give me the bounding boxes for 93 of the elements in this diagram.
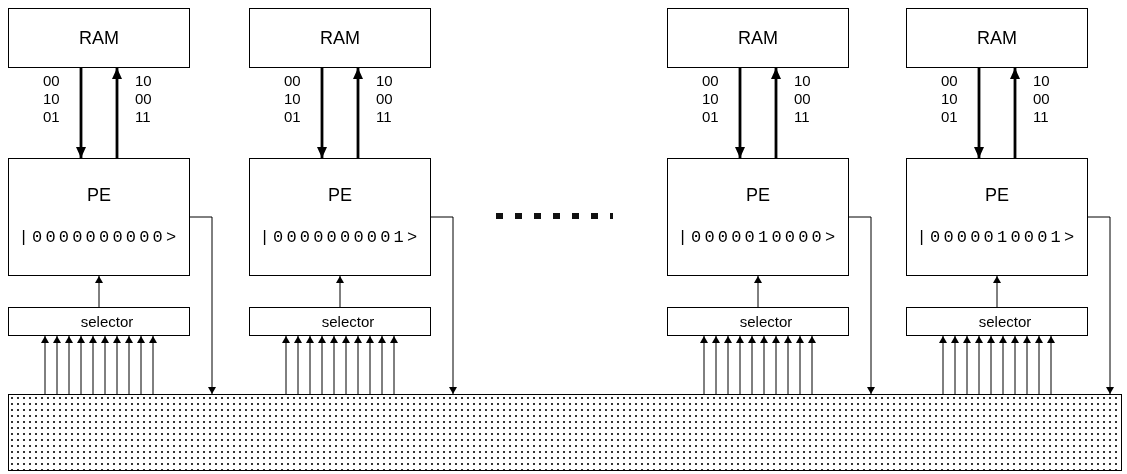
arrow bbox=[760, 335, 768, 395]
node-title: RAM bbox=[320, 27, 360, 49]
arrow bbox=[189, 216, 216, 395]
arrow bbox=[95, 275, 103, 308]
arrow bbox=[125, 335, 133, 395]
arrow bbox=[735, 68, 745, 158]
arrow bbox=[700, 335, 708, 395]
arrow bbox=[390, 335, 398, 395]
arrow bbox=[353, 68, 363, 158]
selector-label: selector bbox=[321, 313, 375, 330]
arrow bbox=[137, 335, 145, 395]
arrow bbox=[771, 68, 781, 158]
arrow bbox=[724, 335, 732, 395]
edge-label: 10 00 11 bbox=[135, 72, 153, 126]
node-title: RAM bbox=[977, 27, 1017, 49]
arrow bbox=[951, 335, 959, 395]
node-title: RAM bbox=[738, 27, 778, 49]
arrow bbox=[149, 335, 157, 395]
selector-box bbox=[667, 307, 849, 336]
arrow bbox=[748, 335, 756, 395]
memory-block bbox=[906, 8, 1088, 68]
edge-label: 10 00 11 bbox=[794, 72, 812, 126]
node-title: PE bbox=[328, 185, 352, 206]
node-title: PE bbox=[87, 185, 111, 206]
arrow bbox=[354, 335, 362, 395]
arrow bbox=[318, 335, 326, 395]
selector-label: selector bbox=[80, 313, 134, 330]
arrow bbox=[65, 335, 73, 395]
arrow bbox=[772, 335, 780, 395]
edge-label: 00 10 01 bbox=[702, 72, 720, 126]
arrow bbox=[306, 335, 314, 395]
arrow bbox=[796, 335, 804, 395]
arrow bbox=[712, 335, 720, 395]
edge-label: 10 00 11 bbox=[1033, 72, 1051, 126]
selector-box bbox=[8, 307, 190, 336]
node-title: RAM bbox=[79, 27, 119, 49]
arrow bbox=[975, 335, 983, 395]
arrow bbox=[342, 335, 350, 395]
arrow bbox=[963, 335, 971, 395]
state-label: |0000000001> bbox=[259, 228, 421, 247]
selector-label: selector bbox=[978, 313, 1032, 330]
arrow bbox=[1010, 68, 1020, 158]
arrow bbox=[77, 335, 85, 395]
arrow bbox=[987, 335, 995, 395]
node-title: PE bbox=[746, 185, 770, 206]
arrow bbox=[113, 335, 121, 395]
memory-block bbox=[8, 8, 190, 68]
arrow bbox=[784, 335, 792, 395]
processing-element-box bbox=[249, 158, 431, 276]
processing-element-box bbox=[8, 158, 190, 276]
memory-block bbox=[249, 8, 431, 68]
arrow bbox=[999, 335, 1007, 395]
arrow bbox=[89, 335, 97, 395]
state-label: |0000000000> bbox=[18, 228, 180, 247]
arrow bbox=[76, 68, 86, 158]
arrow bbox=[112, 68, 122, 158]
arrow bbox=[282, 335, 290, 395]
arrow bbox=[336, 275, 344, 308]
arrow bbox=[1011, 335, 1019, 395]
state-label: |0000010001> bbox=[916, 228, 1078, 247]
arrow bbox=[294, 335, 302, 395]
edge-label: 00 10 01 bbox=[941, 72, 959, 126]
arrow bbox=[330, 335, 338, 395]
edge-label: 10 00 11 bbox=[376, 72, 394, 126]
selector-box bbox=[249, 307, 431, 336]
shared-bus-bar bbox=[8, 394, 1122, 471]
arrow bbox=[41, 335, 49, 395]
state-label: |0000010000> bbox=[677, 228, 839, 247]
arrow bbox=[736, 335, 744, 395]
arrow bbox=[808, 335, 816, 395]
arrow bbox=[1035, 335, 1043, 395]
edge-label: 00 10 01 bbox=[284, 72, 302, 126]
processing-element-box bbox=[667, 158, 849, 276]
processing-element-box bbox=[906, 158, 1088, 276]
node-title: PE bbox=[985, 185, 1009, 206]
selector-label: selector bbox=[739, 313, 793, 330]
arrow bbox=[974, 68, 984, 158]
edge-label: 00 10 01 bbox=[43, 72, 61, 126]
arrow bbox=[848, 216, 875, 395]
selector-box bbox=[906, 307, 1088, 336]
arrow bbox=[993, 275, 1001, 308]
arrow bbox=[430, 216, 457, 395]
arrow bbox=[53, 335, 61, 395]
arrow bbox=[1047, 335, 1055, 395]
arrow bbox=[366, 335, 374, 395]
arrow bbox=[1087, 216, 1114, 395]
arrow bbox=[939, 335, 947, 395]
arrow bbox=[1023, 335, 1031, 395]
arrow bbox=[101, 335, 109, 395]
arrow bbox=[317, 68, 327, 158]
arrow bbox=[378, 335, 386, 395]
memory-block bbox=[667, 8, 849, 68]
arrow bbox=[754, 275, 762, 308]
